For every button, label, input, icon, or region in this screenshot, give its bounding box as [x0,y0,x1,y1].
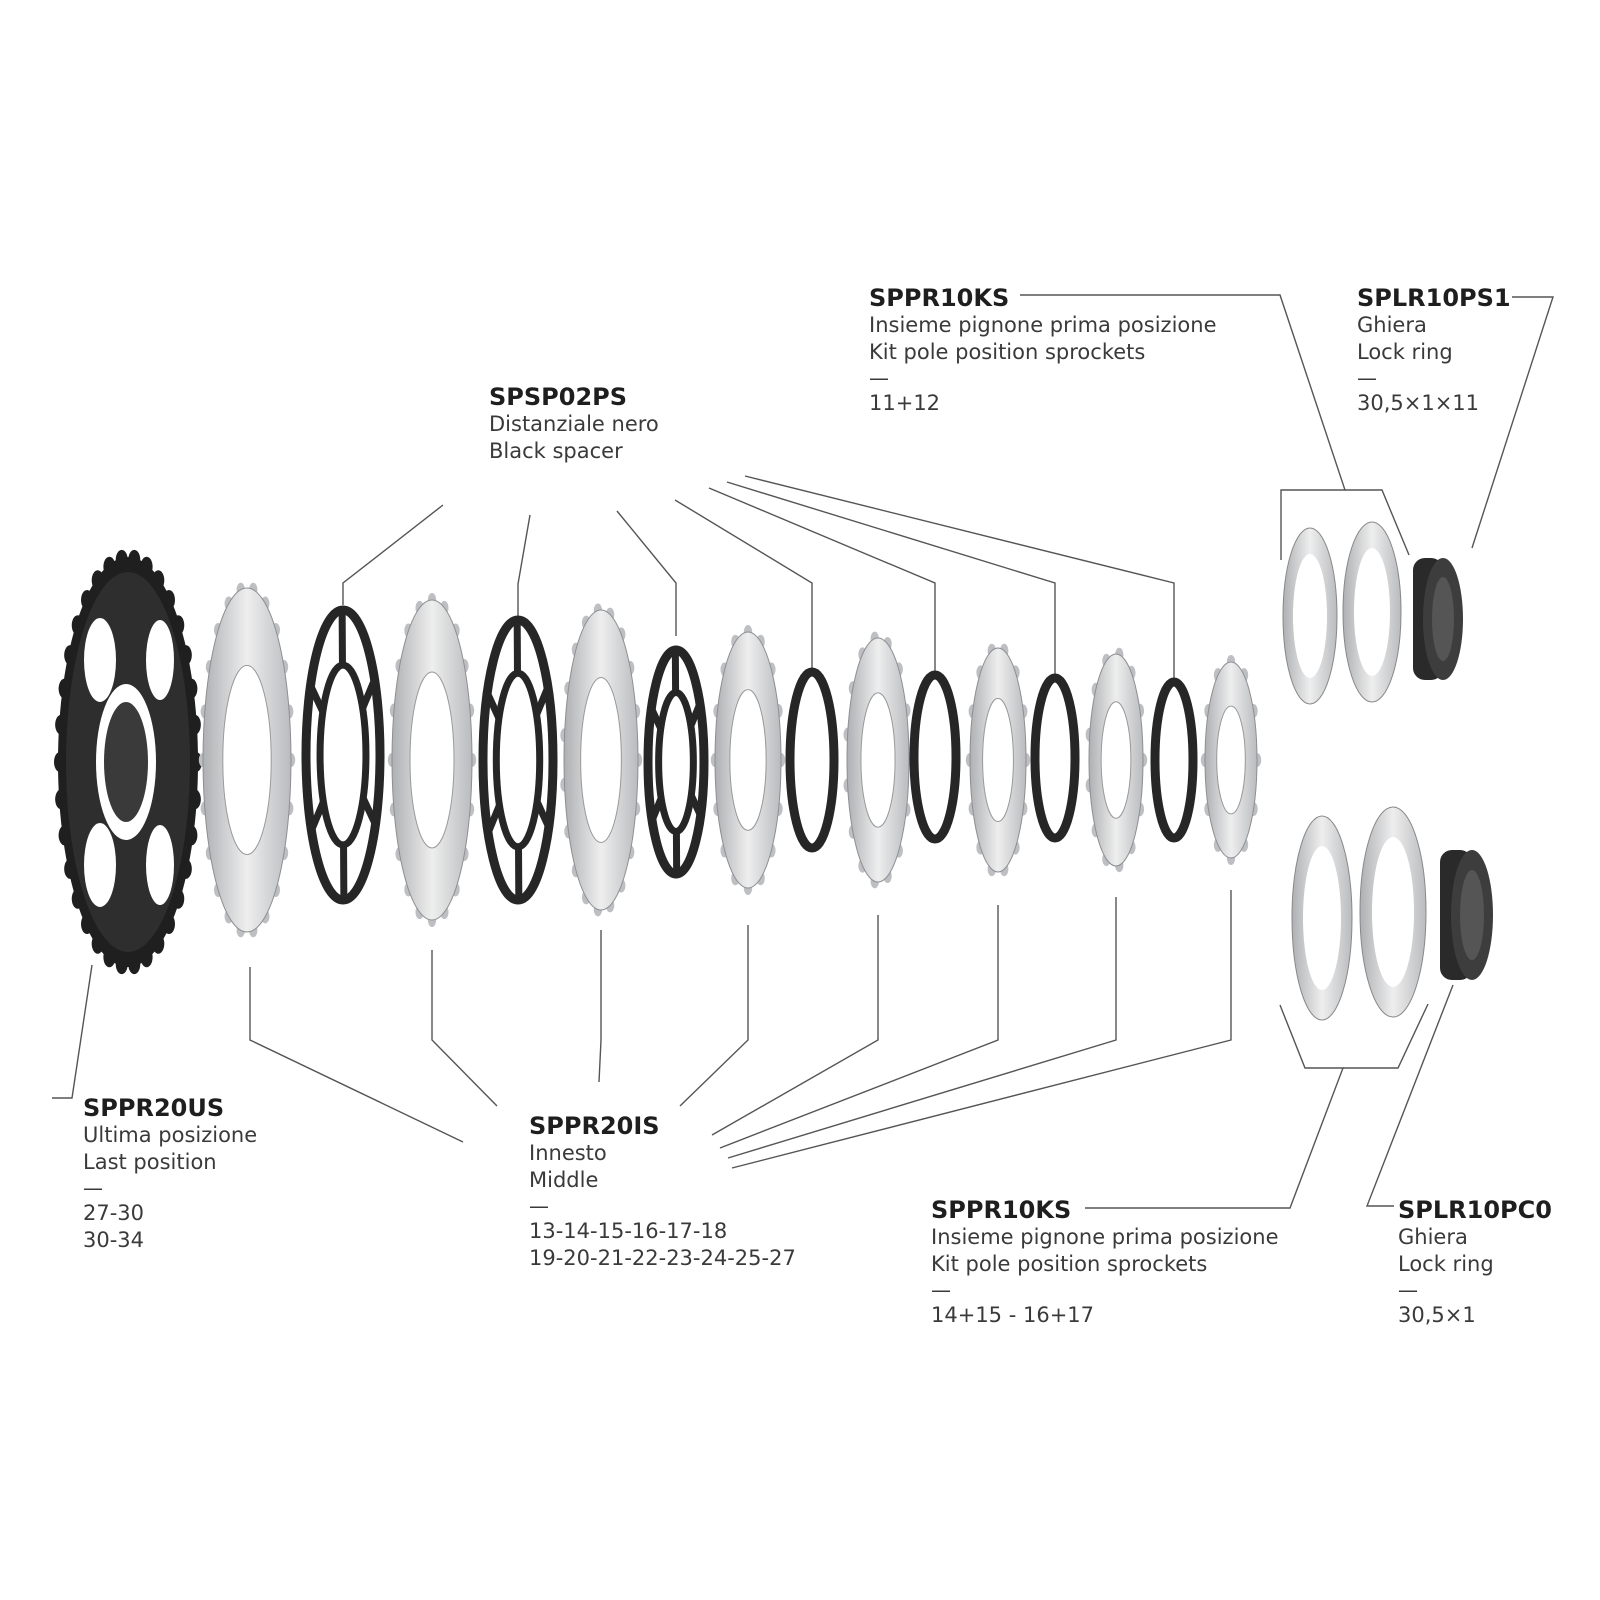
leader-spsp02ps-4 [674,499,813,670]
spacer-4 [785,667,839,853]
spacer-6 [1030,673,1080,843]
leader-sppr10ks-bottom [1085,1004,1345,1209]
size-value: 14+15 - 16+17 [931,1303,1095,1327]
leader-sppr20is-7 [727,897,1117,1159]
leader-sppr20is-5 [711,915,879,1136]
leader-spsp02ps-7 [744,475,1175,680]
part-code: SPSP02PS [489,383,628,411]
part-code: SPPR10KS [931,1196,1072,1224]
leader-spsp02ps-5 [708,487,936,673]
separator-dash: — [869,366,889,390]
leader-sppr20is-2 [431,950,498,1107]
sprocket-5 [843,631,914,889]
size-value: 30,5×1×11 [1357,391,1480,415]
part-code: SPLR10PS1 [1357,284,1511,312]
label-splr10pc0: SPLR10PC0 Ghiera Lock ring — 30,5×1 [1398,1196,1552,1329]
spacer-3 [643,645,709,879]
english-description: Lock ring [1398,1252,1494,1276]
english-description: Last position [83,1150,217,1174]
label-sppr10ks-bottom: SPPR10KS Insieme pignone prima posizione… [931,1196,1279,1329]
kit-pole-position-top [1282,521,1463,705]
spacer-7 [1150,677,1198,843]
sprocket-2 [387,593,477,927]
spacer-2 [478,615,558,905]
sprocket-8 [1200,655,1262,865]
spacer-5 [909,670,961,844]
sprocket-4 [710,625,786,895]
lock-ring-bottom [1440,850,1493,980]
english-description: Kit pole position sprockets [869,340,1146,364]
sprocket-last-position [54,549,202,975]
label-splr10ps1: SPLR10PS1 Ghiera Lock ring — 30,5×1×11 [1357,284,1511,417]
leader-lines [52,294,1554,1209]
leader-sppr20is-6 [719,905,999,1149]
lock-ring-top [1413,558,1463,680]
leader-splr10ps1 [1471,296,1554,549]
italian-description: Ultima posizione [83,1123,258,1147]
part-code: SPPR10KS [869,284,1010,312]
english-description: Black spacer [489,439,623,463]
sprocket-7 [1085,647,1148,873]
leader-sppr20us [52,964,93,1099]
part-code: SPPR20IS [529,1112,660,1140]
spacer-1 [301,605,385,905]
leader-spsp02ps-3 [616,510,677,636]
size-value: 13-14-15-16-17-18 [529,1219,728,1243]
size-value: 30,5×1 [1398,1303,1476,1327]
size-value: 27-30 [83,1201,145,1225]
separator-dash: — [1357,366,1377,390]
sprocket-3 [560,603,643,917]
leader-sppr20is-3 [598,930,602,1083]
separator-dash: — [1398,1278,1418,1302]
english-description: Lock ring [1357,340,1453,364]
italian-description: Ghiera [1357,313,1427,337]
separator-dash: — [83,1176,103,1200]
leader-sppr20is-1 [249,967,464,1143]
size-value: 30-34 [83,1228,145,1252]
separator-dash: — [931,1278,951,1302]
leader-spsp02ps-1 [342,504,444,605]
italian-description: Insieme pignone prima posizione [931,1225,1279,1249]
cassette-parts [198,582,1262,938]
english-description: Middle [529,1168,599,1192]
separator-dash: — [529,1194,549,1218]
label-sppr20is: SPPR20IS Innesto Middle — 13-14-15-16-17… [529,1112,796,1272]
italian-description: Distanziale nero [489,412,659,436]
sprocket-1 [198,582,296,938]
english-description: Kit pole position sprockets [931,1252,1208,1276]
leader-sppr20is-8 [731,890,1232,1169]
part-code: SPLR10PC0 [1398,1196,1552,1224]
kit-pole-position-bottom [1291,806,1493,1021]
italian-description: Ghiera [1398,1225,1468,1249]
leader-sppr10ks-bottom-2 [1343,1003,1429,1069]
label-sppr20us: SPPR20US Ultima posizione Last position … [83,1094,257,1254]
leader-spsp02ps-6 [726,481,1056,677]
italian-description: Insieme pignone prima posizione [869,313,1217,337]
leader-spsp02ps-2 [517,514,531,617]
leader-sppr10ks-top-2 [1345,489,1410,556]
italian-description: Innesto [529,1141,607,1165]
leader-splr10pc0 [1365,984,1454,1207]
label-sppr10ks-top: SPPR10KS Insieme pignone prima posizione… [869,284,1217,417]
label-spsp02ps: SPSP02PS Distanziale nero Black spacer [489,383,659,465]
part-code: SPPR20US [83,1094,225,1122]
size-value: 11+12 [869,391,941,415]
leader-sppr20is-4 [679,925,749,1107]
size-value: 19-20-21-22-23-24-25-27 [529,1246,796,1270]
sprocket-6 [965,643,1031,877]
